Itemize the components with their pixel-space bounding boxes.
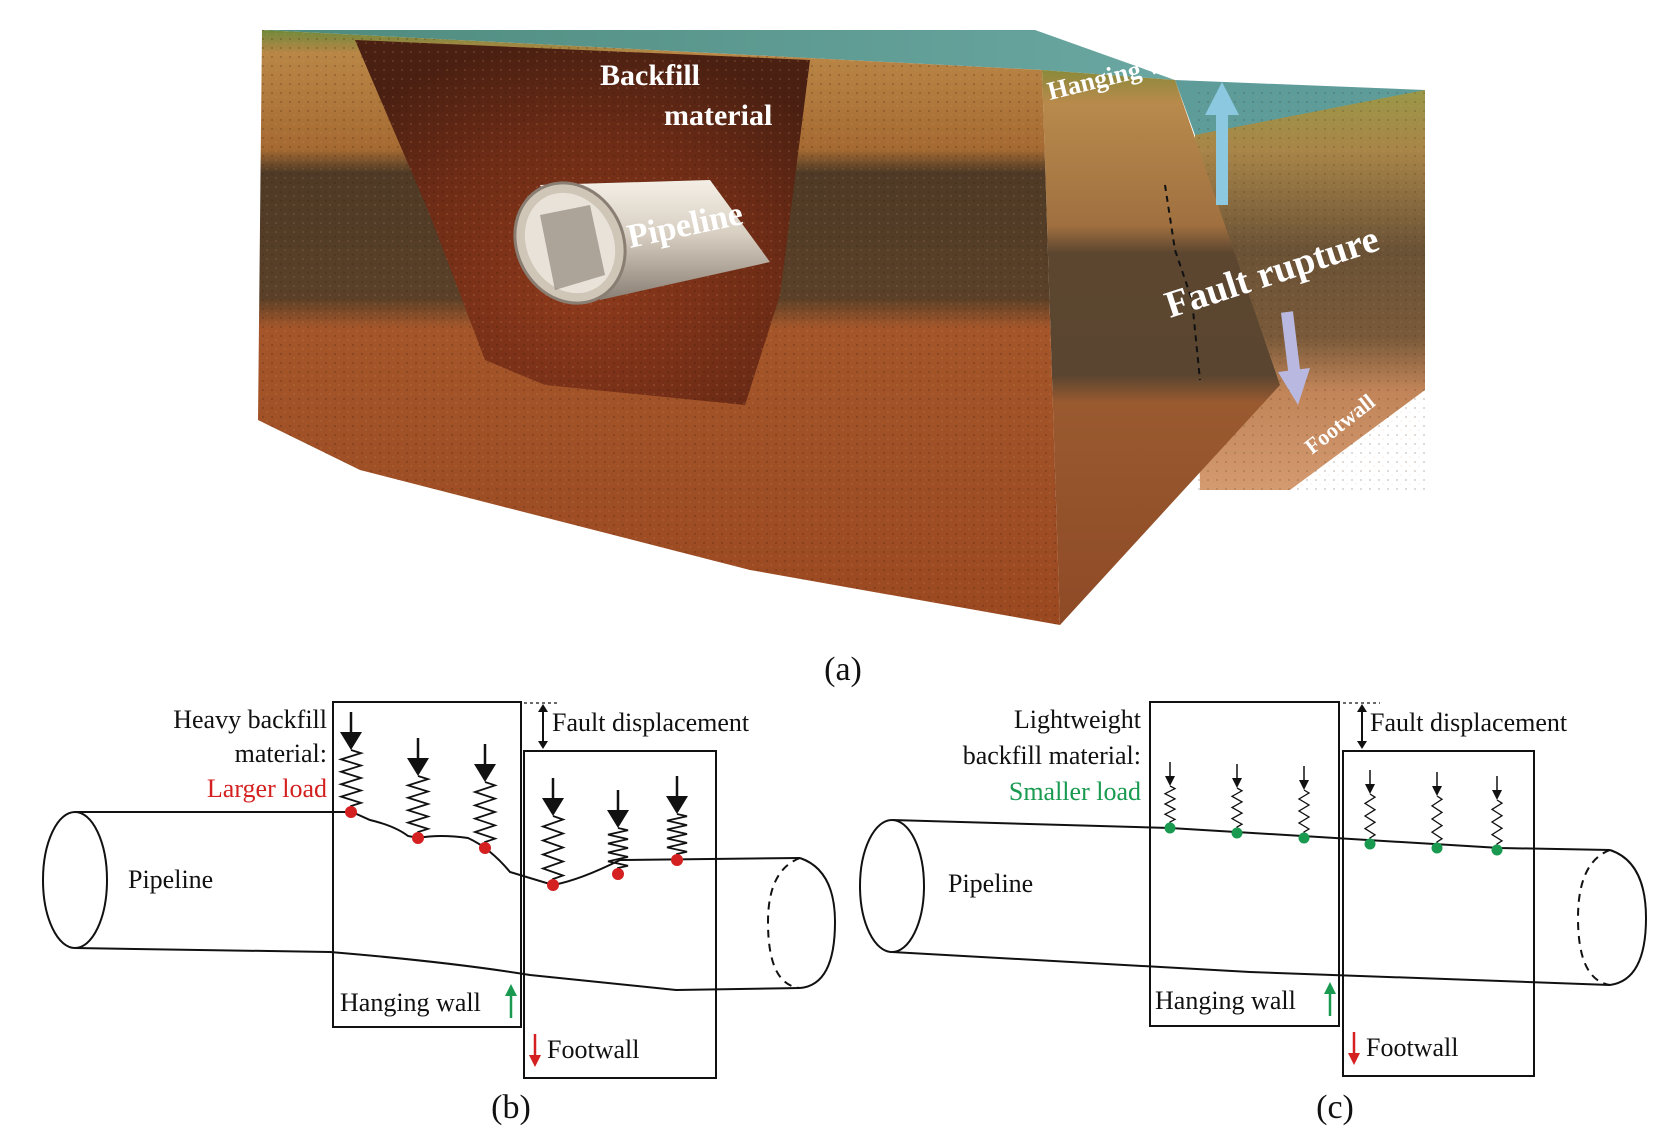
- hanging-wall-box-c: [1149, 701, 1340, 1027]
- panel-a-block-diagram: Backfill material Pipeline Hanging wall …: [258, 30, 1425, 688]
- hanging-wall-box: [332, 701, 522, 1028]
- load-point-dot: [671, 854, 683, 866]
- down-arrow-b: [529, 1034, 541, 1067]
- up-arrow-c: [1324, 982, 1336, 1016]
- pipeline-label-c: Pipeline: [948, 869, 1033, 898]
- pipeline-2d-c: [859, 819, 1648, 986]
- fault-displacement-arrow-b: [524, 702, 560, 749]
- load-point-dot: [1231, 827, 1243, 839]
- spring-load-b0: [337, 712, 365, 818]
- footwall-box-c: [1342, 750, 1535, 1077]
- load-label-b: Larger load: [207, 774, 327, 803]
- fault-displacement-label-c: Fault displacement: [1370, 708, 1568, 737]
- footwall-label-c: Footwall: [1366, 1033, 1458, 1062]
- footwall-down-arrow: [1278, 311, 1310, 405]
- fault-displacement-label-b: Fault displacement: [552, 708, 750, 737]
- fault-rupture-line: [1164, 184, 1201, 381]
- hanging-wall-top-surface: [262, 30, 1175, 80]
- caption-a: (a): [824, 651, 862, 688]
- spring-load-b4: [607, 790, 629, 880]
- spring-load-c2: [1297, 766, 1311, 844]
- material-label-b-2: material:: [235, 739, 327, 768]
- material-label-b-1: Heavy backfill: [173, 705, 327, 734]
- spring-load-c3: [1363, 770, 1377, 850]
- material-label-c-1: Lightweight: [1014, 705, 1142, 734]
- load-point-dot: [479, 842, 491, 854]
- hanging-wall-up-arrow: [1205, 82, 1239, 205]
- load-point-dot: [412, 832, 424, 844]
- backfill-label-line2: material: [664, 99, 772, 132]
- spring-load-b5: [666, 776, 688, 866]
- load-point-dot: [1164, 822, 1176, 834]
- load-label-c: Smaller load: [1009, 777, 1141, 806]
- hanging-wall-label-c: Hanging wall: [1155, 986, 1296, 1015]
- backfill-label-line1: Backfill: [600, 59, 700, 92]
- spring-load-c0: [1163, 762, 1177, 834]
- spring-load-b3: [540, 778, 566, 891]
- panel-b-heavy-backfill: Heavy backfill material: Larger load Fau…: [42, 701, 837, 1126]
- spring-load-c5: [1490, 776, 1504, 856]
- load-point-dot: [345, 806, 357, 818]
- spring-load-c1: [1230, 764, 1244, 839]
- pipeline-label-b: Pipeline: [128, 865, 213, 894]
- spring-load-c4: [1430, 772, 1444, 854]
- load-point-dot: [1491, 844, 1503, 856]
- load-point-dot: [1431, 842, 1443, 854]
- down-arrow-c: [1348, 1032, 1360, 1065]
- hanging-wall-side-face: [1042, 70, 1280, 625]
- caption-b: (b): [491, 1089, 531, 1126]
- footwall-box: [523, 750, 717, 1079]
- panel-c-lightweight-backfill: Lightweight backfill material: Smaller l…: [859, 701, 1648, 1126]
- load-point-dot: [1298, 832, 1310, 844]
- pipeline-2d-b: [42, 811, 837, 992]
- fault-displacement-arrow-c: [1343, 702, 1380, 749]
- load-point-dot: [612, 868, 624, 880]
- load-point-dot: [1364, 838, 1376, 850]
- footwall-label-b: Footwall: [547, 1035, 639, 1064]
- up-arrow-b: [505, 984, 517, 1018]
- hanging-wall-label-b: Hanging wall: [340, 988, 481, 1017]
- caption-c: (c): [1316, 1089, 1354, 1126]
- pipeline-3d: [513, 180, 770, 305]
- spring-load-b2: [472, 744, 498, 854]
- spring-load-b1: [404, 738, 432, 844]
- springs-b: [337, 712, 688, 891]
- material-label-c-2: backfill material:: [963, 741, 1141, 770]
- load-point-dot: [547, 879, 559, 891]
- springs-c: [1163, 762, 1504, 856]
